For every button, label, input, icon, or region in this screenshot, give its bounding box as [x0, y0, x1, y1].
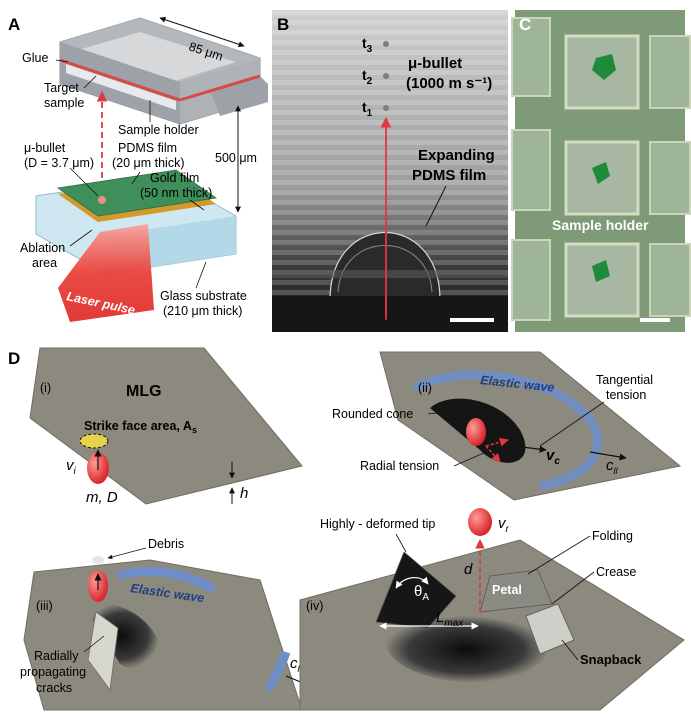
- vc-label: vc: [546, 447, 560, 467]
- panel-d-iv: (iv) Highly - deformed tip vr d Petal θA…: [299, 508, 685, 711]
- panel-b: B t3 t2 t1 μ-bullet (1000 m s⁻¹) Expandi…: [272, 10, 508, 332]
- pdms-leader: [131, 171, 141, 185]
- expanding-dome: [329, 231, 441, 301]
- cl-ii-label: cll: [606, 457, 618, 476]
- panel-d-ii: (ii) Elastic wave Rounded cone Tangentia…: [332, 351, 682, 501]
- panel-a: A 85 μm Glue Target sample Sample holder…: [8, 15, 268, 322]
- b-speed-label: (1000 m s⁻¹): [406, 75, 492, 92]
- expanding-label-2: PDMS film: [412, 167, 486, 184]
- panel-d-letter: D: [8, 349, 20, 368]
- theta-label: θA: [414, 583, 429, 603]
- cracks-label-1: Radially: [34, 649, 79, 663]
- elastic-wave-iii: [116, 567, 217, 594]
- debris-label: Debris: [148, 537, 184, 551]
- bullet-ii: [466, 418, 486, 446]
- bullet-label-1: μ-bullet: [24, 141, 66, 155]
- lmax-label: Lmax: [436, 609, 464, 629]
- debris: [92, 556, 104, 564]
- target-sample-label-2: sample: [44, 96, 84, 110]
- glue-leader: [55, 59, 69, 63]
- snapback-label: Snapback: [580, 652, 642, 667]
- d-label: d: [464, 561, 473, 578]
- hole-iv: [383, 616, 549, 683]
- petal-label: Petal: [492, 583, 522, 597]
- dim-85-line: [159, 16, 245, 48]
- cracks-label-2: propagating: [20, 665, 86, 679]
- svg-text:(iii): (iii): [36, 599, 53, 613]
- b-bullet-label: μ-bullet: [408, 55, 462, 72]
- bullet-t3: [383, 41, 389, 47]
- gold-leader: [189, 199, 205, 211]
- tangential-label-2: tension: [606, 388, 646, 402]
- t3-label: t3: [362, 35, 373, 55]
- strike-face-ellipse: [79, 433, 109, 449]
- glass-leader: [195, 261, 207, 289]
- glass-label-2: (210 μm thick): [163, 304, 242, 318]
- target-leader: [83, 75, 97, 89]
- svg-text:(iv): (iv): [306, 599, 323, 613]
- t1-label: t1: [362, 99, 373, 119]
- bullet-a: [98, 196, 106, 204]
- gold-label-1: Gold film: [150, 171, 199, 185]
- t2-label: t2: [362, 67, 373, 87]
- radial-tension-label: Radial tension: [360, 459, 439, 473]
- tip-label: Highly - deformed tip: [320, 517, 435, 531]
- svg-text:(i): (i): [40, 381, 51, 395]
- petal-right: [525, 603, 575, 655]
- sample-holder-label: Sample holder: [118, 123, 199, 137]
- folding-label: Folding: [592, 529, 633, 543]
- gold-label-2: (50 nm thick): [140, 186, 212, 200]
- hole-3: [592, 260, 610, 282]
- glue-label: Glue: [22, 51, 48, 65]
- panel-b-letter: B: [277, 15, 289, 34]
- hole-2: [592, 162, 610, 184]
- vi-label: vi: [66, 457, 77, 477]
- glass-label-1: Glass substrate: [160, 289, 247, 303]
- panel-c-label: Sample holder: [552, 217, 649, 233]
- expanding-leader: [425, 185, 447, 227]
- panel-a-letter: A: [8, 15, 20, 34]
- h-label: h: [240, 485, 248, 502]
- panel-d-i: (i) MLG Strike face area, As vi m, D h: [29, 347, 303, 506]
- ablation-label-2: area: [32, 256, 57, 270]
- svg-text:(ii): (ii): [418, 381, 432, 395]
- ablation-label-1: Ablation: [20, 241, 65, 255]
- m-d-label: m, D: [86, 489, 118, 506]
- panel-d: D (i) MLG Strike face area, As vi m, D h: [8, 347, 685, 711]
- elastic-wave-ii: [411, 370, 603, 491]
- mlg-label: MLG: [126, 383, 162, 400]
- bullet-t2: [383, 73, 389, 79]
- bullet-t1: [383, 105, 389, 111]
- pdms-label-1: PDMS film: [118, 141, 177, 155]
- dim-500-label: 500 μm: [215, 151, 257, 165]
- bullet-iv: [468, 508, 492, 536]
- crease-label: Crease: [596, 565, 636, 579]
- cracks-label-3: cracks: [36, 681, 72, 695]
- rounded-cone-label: Rounded cone: [332, 407, 413, 421]
- tangential-label-1: Tangential: [596, 373, 653, 387]
- pdms-film: [56, 169, 218, 217]
- petal-center: [479, 569, 553, 613]
- grid-squares: [511, 17, 691, 321]
- laser-beam: [58, 224, 154, 322]
- crack-flap: [87, 611, 119, 692]
- ablation-leader: [69, 229, 93, 247]
- strike-face-label: Strike face area, As: [84, 419, 197, 435]
- expanding-label-1: Expanding: [418, 147, 495, 164]
- vr-label: vr: [498, 515, 510, 535]
- bullet-label-2: (D = 3.7 μm): [24, 156, 94, 170]
- pdms-label-2: (20 μm thick): [112, 156, 185, 170]
- sample-holder-drawing: [59, 17, 268, 125]
- target-sample-label-1: Target: [44, 81, 79, 95]
- panel-d-iii: Debris (iii) Elastic wave Radially propa…: [20, 537, 321, 711]
- panel-c-letter: C: [519, 15, 531, 34]
- hole-1: [592, 54, 616, 80]
- bullet-leader: [69, 167, 99, 197]
- panel-c: C Sample holder: [511, 10, 691, 332]
- sheet-ii: [379, 351, 682, 501]
